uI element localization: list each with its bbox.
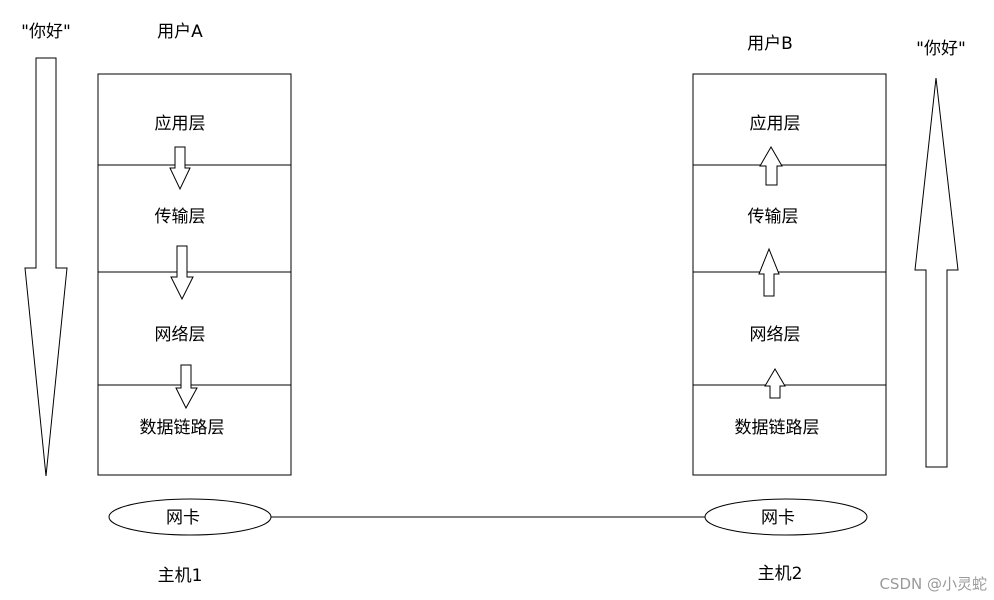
host-b-stack-box: [692, 73, 887, 476]
host-a-layer-network: 网络层: [155, 325, 206, 345]
down-arrow-icon: [169, 146, 191, 191]
host-a-name: 主机1: [158, 566, 203, 586]
down-arrow-icon: [170, 245, 194, 301]
up-arrow-icon: [758, 247, 780, 297]
nic-b-ellipse: [704, 498, 868, 536]
user-b-label: 用户B: [747, 34, 793, 54]
down-arrow-icon: [175, 364, 198, 410]
host-b-layer-transport: 传输层: [748, 207, 799, 227]
host-b-layer-network: 网络层: [750, 325, 801, 345]
host-a-stack-box: [97, 73, 292, 476]
nic-b-label: 网卡: [761, 508, 795, 528]
up-arrow-icon: [764, 368, 786, 399]
host-a-stack: 应用层 传输层 网络层 数据链路层: [97, 73, 292, 476]
up-arrow-icon: [759, 146, 783, 186]
host-b-name: 主机2: [758, 564, 803, 584]
nic-a-label: 网卡: [166, 508, 200, 528]
host-a-layer-transport: 传输层: [155, 207, 206, 227]
host-b-layer-datalink: 数据链路层: [735, 418, 820, 438]
message-left-label: "你好": [21, 22, 71, 42]
host-b-stack: 应用层 传输层 网络层 数据链路层: [692, 73, 887, 476]
big-down-arrow: [24, 57, 68, 477]
host-a-layer-application: 应用层: [155, 114, 206, 134]
watermark: CSDN @小灵蛇: [879, 575, 987, 593]
host-a-layer-datalink: 数据链路层: [140, 418, 225, 438]
user-a-label: 用户A: [157, 22, 203, 42]
message-right-label: "你好": [916, 39, 966, 59]
host-b-layer-application: 应用层: [750, 114, 801, 134]
big-up-arrow: [914, 77, 959, 468]
